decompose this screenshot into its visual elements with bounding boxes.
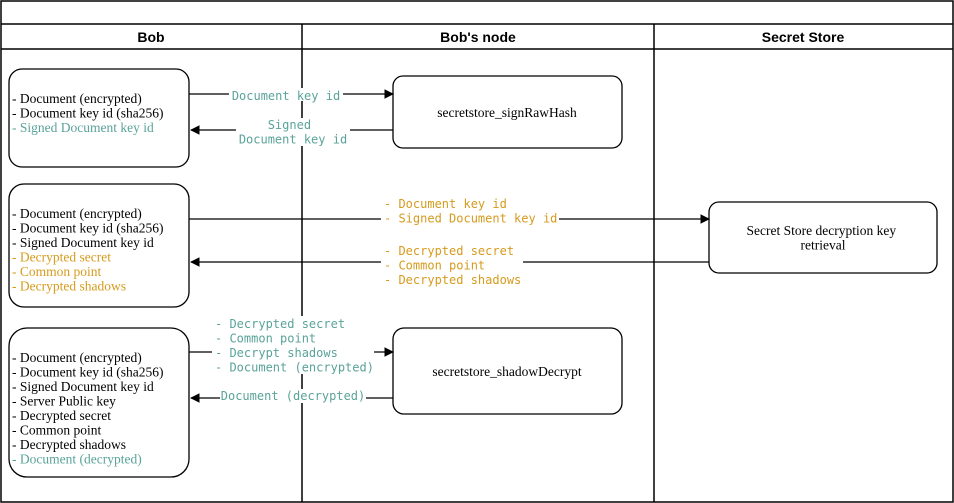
edge-label-bg <box>236 118 350 146</box>
bob-box-3-line: - Document key id (sha256) <box>12 365 163 380</box>
bob-box-3-line: - Server Public key <box>12 394 116 409</box>
edge-label-line: Signed <box>268 118 311 132</box>
bob-box-2-line: - Decrypted secret <box>12 250 111 265</box>
lane-title-bob: Bob <box>137 29 164 45</box>
node-box-sign-raw-hash-label: secretstore_signRawHash <box>437 105 577 120</box>
bob-box-2-line: - Decrypted shadows <box>12 279 126 294</box>
edge-label-line: - Decrypt shadows <box>215 346 338 360</box>
edge-label-document-decrypted: Document (decrypted) <box>221 389 366 403</box>
edge-label-line: - Common point <box>215 332 316 346</box>
bob-box-3-text: - Document (encrypted) - Document key id… <box>12 350 167 467</box>
edge-label-to-shadow-decrypt: - Decrypted secret - Common point - Decr… <box>215 317 374 375</box>
node-box-shadow-decrypt-label: secretstore_shadowDecrypt <box>432 364 581 379</box>
edge-label-bg <box>381 243 523 286</box>
bob-box-3-line: - Document (decrypted) <box>12 452 142 467</box>
edge-label-bg <box>212 316 374 374</box>
lane-title-bobs-node: Bob's node <box>440 29 516 45</box>
edge-label-line: - Decrypted secret <box>215 317 345 331</box>
bob-box-3-line: - Signed Document key id <box>12 379 154 394</box>
edge-label-line: Document key id <box>239 133 347 147</box>
lane-title-secret-store: Secret Store <box>762 29 845 45</box>
edge-label-line: - Common point <box>384 259 485 273</box>
secret-store-box-line: retrieval <box>801 238 846 253</box>
edge-label-line: - Document key id <box>384 197 507 211</box>
secret-store-box-text: Secret Store decryption key retrieval <box>747 223 900 253</box>
bob-box-3-line: - Decrypted shadows <box>12 437 126 452</box>
edge-label-bg <box>220 389 366 403</box>
edge-label-bg <box>229 88 343 101</box>
bob-box-2 <box>8 183 190 308</box>
edge-label-bg <box>381 197 559 225</box>
edge-label-document-key-id: Document key id <box>232 89 340 103</box>
bob-box-2-line: - Document (encrypted) <box>12 206 142 221</box>
edge-label-line: - Signed Document key id <box>384 212 557 226</box>
edge-label-line: - Document (encrypted) <box>215 361 374 375</box>
edge-label-line: - Decrypted secret <box>384 244 514 258</box>
bob-box-3 <box>8 327 190 478</box>
secret-store-box-line: Secret Store decryption key <box>747 223 897 238</box>
secret-store-box <box>708 201 938 274</box>
bob-box-1 <box>8 68 190 168</box>
node-box-sign-raw-hash <box>392 75 623 149</box>
edge-label-signed-document-key-id: Signed Document key id <box>239 118 347 147</box>
edge-label-line: Document key id <box>232 89 340 103</box>
bob-box-3-line: - Decrypted secret <box>12 408 111 423</box>
bob-box-2-line: - Document key id (sha256) <box>12 221 163 236</box>
bob-box-1-text: - Document (encrypted) - Document key id… <box>12 91 167 135</box>
edge-label-line: - Decrypted shadows <box>384 273 521 287</box>
edge-label-from-secret-store: - Decrypted secret - Common point - Decr… <box>384 244 521 287</box>
bob-box-1-line: - Signed Document key id <box>12 120 154 135</box>
bob-box-1-line: - Document key id (sha256) <box>12 106 163 121</box>
node-box-shadow-decrypt <box>392 327 623 415</box>
bob-box-3-line: - Document (encrypted) <box>12 350 142 365</box>
bob-box-2-line: - Common point <box>12 264 102 279</box>
bob-box-3-line: - Common point <box>12 423 102 438</box>
bob-box-1-line: - Document (encrypted) <box>12 91 142 106</box>
edge-label-line: Document (decrypted) <box>221 389 366 403</box>
edge-label-to-secret-store: - Document key id - Signed Document key … <box>384 197 557 226</box>
bob-box-2-text: - Document (encrypted) - Document key id… <box>12 206 167 294</box>
bob-box-2-line: - Signed Document key id <box>12 235 154 250</box>
